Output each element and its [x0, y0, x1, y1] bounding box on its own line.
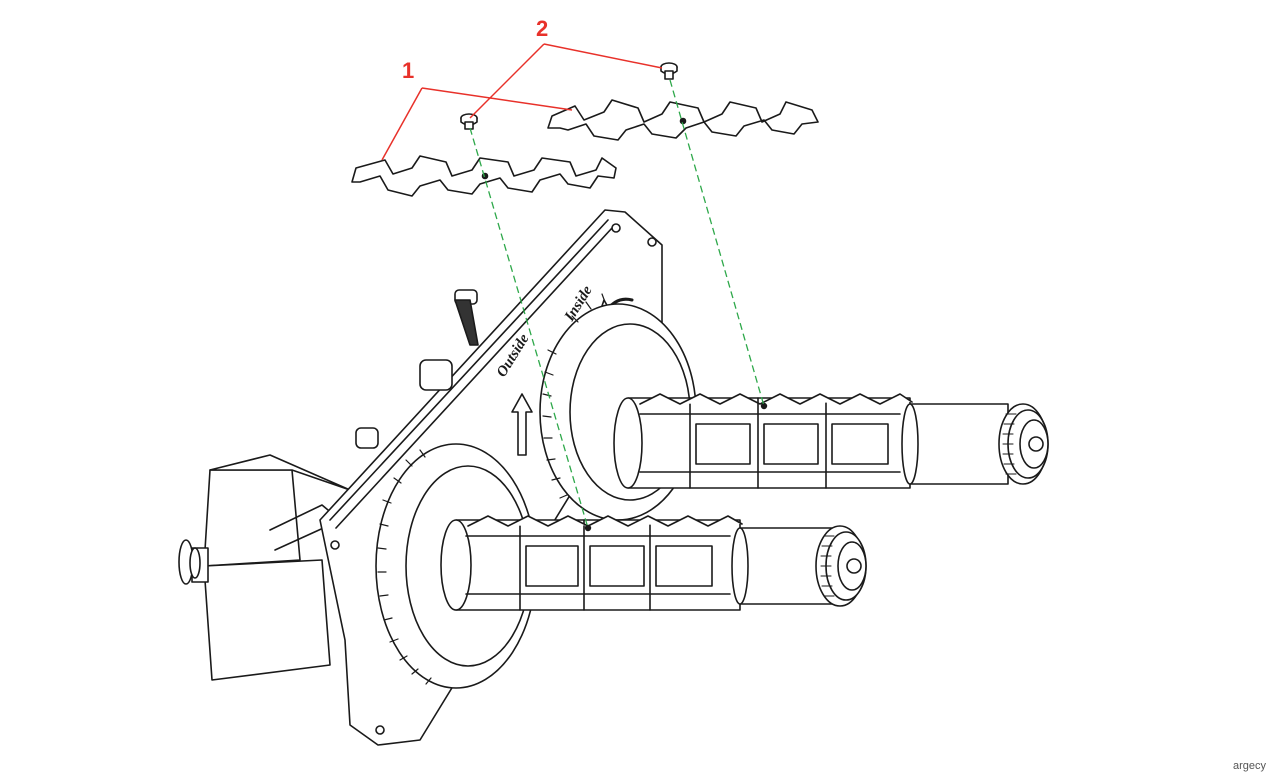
back-spindle — [539, 293, 1049, 521]
callout-leaders — [381, 43, 663, 161]
callout-1: 1 — [402, 58, 414, 83]
guide-line-right — [669, 79, 765, 407]
callout-2: 2 — [536, 16, 548, 41]
screw-left — [460, 113, 478, 130]
watermark-text: argecy — [1232, 760, 1266, 772]
spring-upper — [547, 99, 819, 141]
screw-right — [660, 62, 678, 80]
leader-2-to-left-screw — [469, 43, 545, 119]
leader-1-to-upper-spring — [421, 87, 573, 111]
guide-line-left — [469, 127, 589, 529]
leader-2-to-right-screw — [543, 43, 663, 69]
leader-1-to-lower-spring — [381, 87, 423, 161]
motor-block — [178, 454, 351, 681]
alignment-guides — [469, 79, 765, 529]
front-spindle — [375, 443, 867, 689]
